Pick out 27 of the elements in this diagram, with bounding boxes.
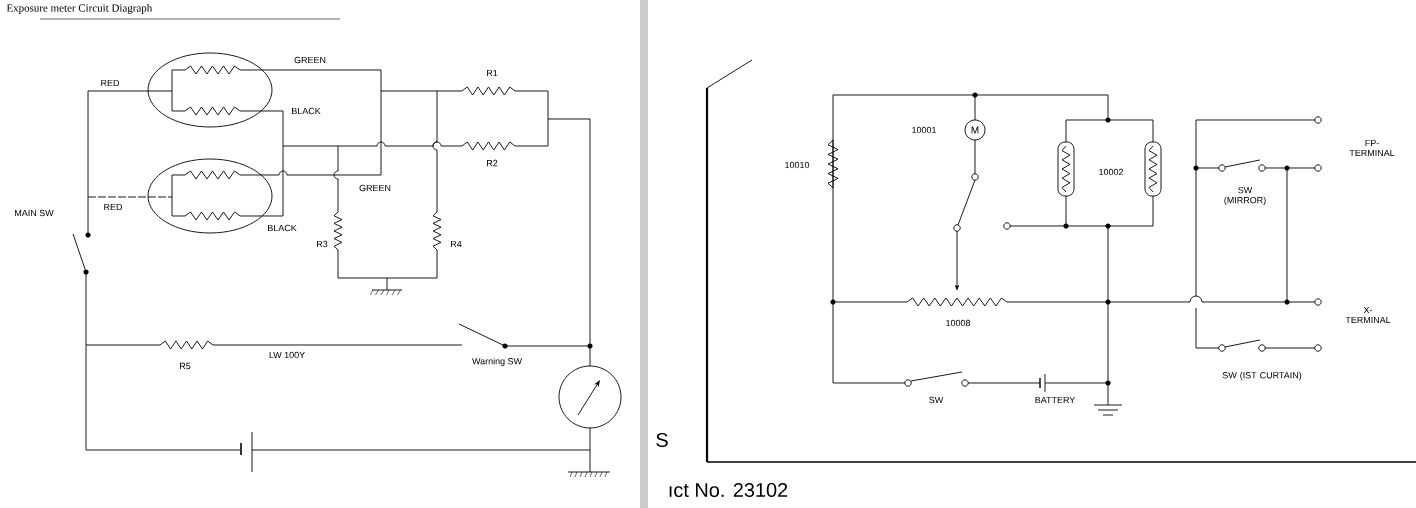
component-label: 10008: [946, 319, 971, 327]
switch-label: MAIN SW: [15, 209, 54, 217]
wire-label: RED: [104, 203, 123, 211]
wire-label: RED: [101, 79, 120, 87]
switch-label: Warning SW: [472, 357, 522, 367]
component-label: R5: [180, 362, 191, 370]
switch-label: SW (IST CURTAIN): [1222, 371, 1302, 381]
wire-label: BLACK: [292, 107, 321, 115]
terminal-label: X- TERMINAL: [1345, 306, 1391, 324]
title: Exposure meter Circuit Diagraph: [6, 4, 153, 14]
component-label: R1: [487, 69, 498, 77]
component-label: R4: [451, 240, 462, 248]
switch-label: SW (MIRROR): [1224, 186, 1266, 206]
wire-label: GREEN: [359, 184, 391, 192]
page-text: S: [656, 432, 668, 448]
component-label: 10002: [1099, 168, 1123, 176]
wire-label: GREEN: [294, 56, 326, 64]
switch-label: SW: [929, 396, 944, 404]
component-label: BATTERY: [1035, 396, 1076, 404]
component-label: R3: [317, 240, 328, 248]
wire-label: BLACK: [268, 224, 297, 232]
page-text: ıct No. 23102: [669, 482, 788, 498]
component-label: LW 100Y: [269, 351, 305, 359]
terminal-label: FP- TERMINAL: [1349, 139, 1395, 157]
component-label: 10001: [912, 126, 937, 134]
component-label: 10010: [785, 161, 810, 169]
component-label: R2: [487, 159, 498, 167]
